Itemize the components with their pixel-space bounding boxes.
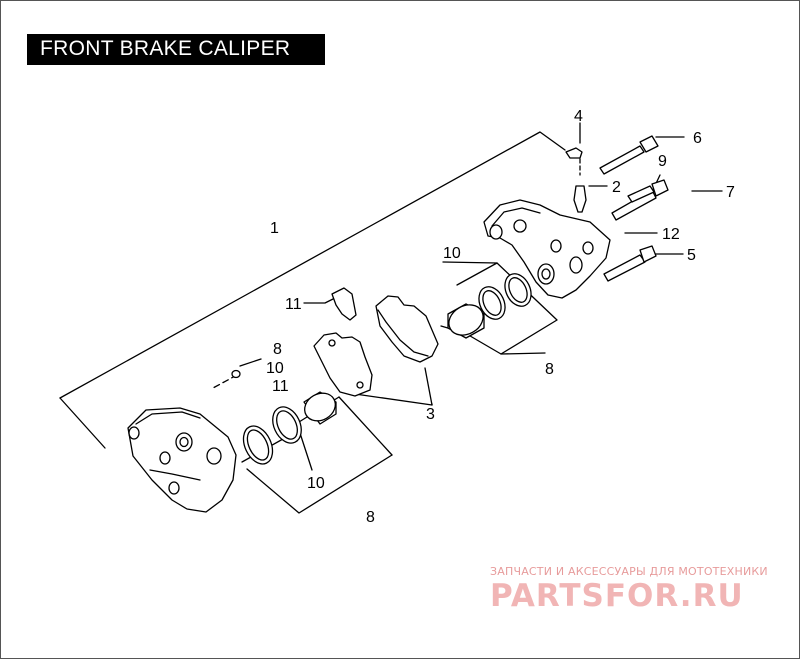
inner-caliper-housing xyxy=(483,147,611,299)
callout-8-pad: 8 xyxy=(273,341,282,358)
bleeder-valve xyxy=(573,185,587,213)
callout-7: 7 xyxy=(726,184,735,201)
right-seals-and-piston xyxy=(447,273,532,339)
callout-10-left: 10 xyxy=(307,475,325,492)
bleeder-fitting xyxy=(231,369,241,379)
watermark-subtitle: ЗАПЧАСТИ И АКСЕССУАРЫ ДЛЯ МОТОТЕХНИКИ xyxy=(490,565,768,578)
callout-9: 9 xyxy=(658,153,667,170)
callout-10-pad: 10 xyxy=(266,360,284,377)
diagram-title: FRONT BRAKE CALIPER xyxy=(40,37,291,60)
callout-3: 3 xyxy=(426,406,435,423)
callout-11-clip: 11 xyxy=(285,296,302,313)
callout-12: 12 xyxy=(662,226,680,243)
callout-5: 5 xyxy=(687,247,696,264)
mounting-bolts xyxy=(599,135,669,282)
callout-4: 4 xyxy=(574,108,583,125)
callout-2: 2 xyxy=(612,179,621,196)
callout-labels: 1 2 3 4 5 6 7 8 8 8 9 10 10 10 11 11 12 xyxy=(266,108,735,526)
callout-10-right: 10 xyxy=(443,245,461,262)
outer-caliper-housing xyxy=(127,369,241,513)
left-seals-and-piston xyxy=(242,391,337,465)
brake-pads xyxy=(313,287,439,397)
bleeder-cap xyxy=(565,147,583,159)
callout-1: 1 xyxy=(270,220,279,237)
callout-8-right: 8 xyxy=(545,361,554,378)
title-banner: FRONT BRAKE CALIPER xyxy=(27,34,325,65)
callout-6: 6 xyxy=(693,130,702,147)
callout-11-fitting: 11 xyxy=(272,378,289,395)
watermark-brand: PARTSFOR.RU xyxy=(490,578,744,614)
callout-8-left: 8 xyxy=(366,509,375,526)
